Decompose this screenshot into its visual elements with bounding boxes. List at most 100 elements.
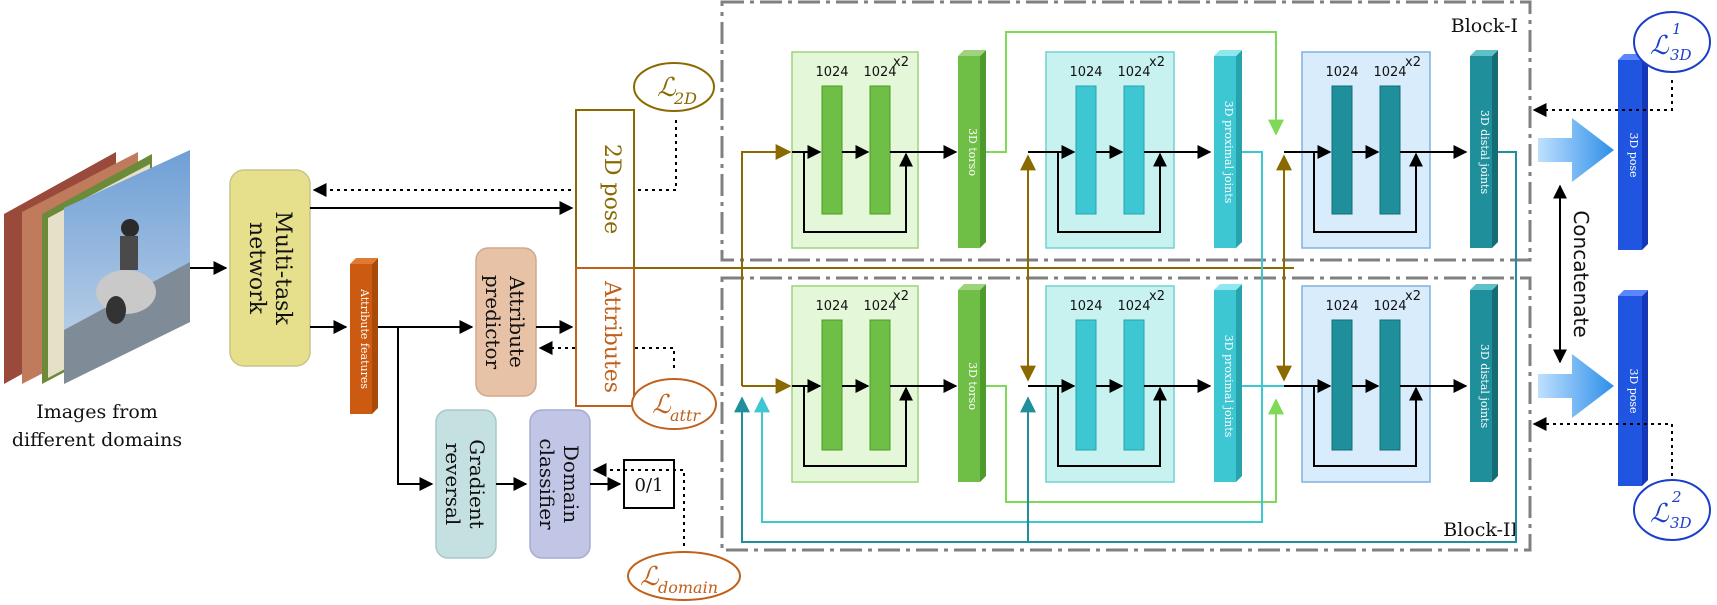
svg-text:ℒ: ℒ	[1650, 31, 1670, 61]
svg-text:1: 1	[1672, 20, 1682, 38]
fc-layer	[869, 319, 891, 451]
big-arrow-block1	[1538, 118, 1614, 182]
multitask-label-line1: Multi-task	[270, 211, 295, 325]
fc-layer	[1379, 319, 1401, 451]
loss-l3d2: ℒ 2 3D	[1633, 479, 1711, 541]
attr-features-top	[350, 258, 378, 264]
block1-proximal-output: 3D proximal joints	[1214, 50, 1242, 248]
loss-ldomain: ℒ domain	[627, 551, 741, 601]
svg-text:domain: domain	[658, 578, 718, 597]
domain-cls-line1: Domain	[559, 445, 583, 523]
olive-feed-block1	[741, 144, 792, 386]
multitask-network-box	[229, 169, 311, 367]
road	[64, 262, 190, 384]
block1-distal-group: x2 1024 1024	[1284, 51, 1468, 249]
motorcycle	[96, 270, 156, 314]
fc-layer	[1379, 85, 1401, 215]
units-label: 1024	[863, 299, 896, 314]
attribute-predictor-box	[475, 247, 537, 397]
pose3d-output-1: 3D pose	[1618, 54, 1648, 250]
input-image-stack	[4, 150, 190, 384]
units-label: 1024	[1069, 65, 1102, 80]
repeat-label: x2	[1405, 289, 1421, 304]
torso-label: 3D torso	[966, 128, 979, 176]
block2-torso-group: x2 1024 1024	[791, 285, 958, 483]
repeat-label: x2	[893, 55, 909, 70]
fc-layer	[1331, 319, 1353, 451]
grad-rev-line2: reversal	[441, 443, 465, 526]
units-label: 1024	[1325, 299, 1358, 314]
pose3d-output-2: 3D pose	[1618, 290, 1648, 486]
units-label: 1024	[815, 65, 848, 80]
block2-frame	[720, 276, 1532, 552]
attr-features-bar	[350, 264, 372, 414]
block1-label: Block-I	[1451, 15, 1518, 37]
dotted-ldomain-feedback	[592, 463, 685, 546]
pose2d-box	[575, 109, 635, 269]
block1-distal-output: 3D distal joints	[1470, 50, 1498, 248]
units-label: 1024	[1325, 65, 1358, 80]
svg-text:2D: 2D	[673, 89, 697, 108]
block1-torso-group: x2 1024 1024	[791, 51, 958, 249]
attr-predictor-line1: Attribute	[505, 275, 529, 368]
attr-predictor-line2: predictor	[481, 275, 505, 370]
dotted-l3d1-feedback	[1532, 80, 1673, 117]
units-label: 1024	[1069, 299, 1102, 314]
loss-l2d: ℒ 2D	[633, 62, 715, 112]
motorcycle-wheel	[106, 296, 126, 324]
rider-body	[120, 236, 138, 270]
input-caption-line2: different domains	[12, 429, 182, 451]
green-torso-skip-block1	[986, 31, 1284, 153]
units-label: 1024	[1373, 65, 1406, 80]
binary-output-label: 0/1	[635, 475, 664, 496]
proximal-label: 3D proximal joints	[1222, 335, 1235, 438]
domain-cls-line2: classifier	[535, 438, 559, 530]
fc-layer	[1075, 85, 1097, 215]
multitask-label-line2: network	[244, 222, 269, 315]
fc-layer	[1075, 319, 1097, 451]
rider-helmet	[121, 219, 139, 237]
svg-text:ℒ: ℒ	[1650, 499, 1670, 529]
cyan-proximal-cross	[1240, 151, 1300, 387]
block2-label: Block-II	[1443, 519, 1518, 541]
units-label: 1024	[1117, 65, 1150, 80]
green-torso-skip-block2	[986, 385, 1284, 503]
fc-layer	[869, 85, 891, 215]
pose2d-label: 2D pose	[599, 144, 624, 234]
loss-l3d1: ℒ 1 3D	[1633, 11, 1711, 73]
block2-distal-output: 3D distal joints	[1470, 284, 1498, 482]
grad-rev-line1: Gradient	[465, 439, 489, 528]
loss-lattr: ℒ attr	[631, 378, 717, 430]
fc-layer	[821, 85, 843, 215]
binary-output-box	[623, 459, 675, 509]
attr-features-label: Attribute features	[358, 288, 371, 389]
block2-proximal-group: x2 1024 1024	[1028, 285, 1212, 483]
concatenate-label: Concatenate	[1569, 210, 1593, 337]
teal-distal-feedback	[734, 151, 1517, 543]
repeat-label: x2	[1149, 289, 1165, 304]
fc-layer	[1123, 85, 1145, 215]
input-caption-line1: Images from	[36, 401, 158, 423]
block1-proximal-group: x2 1024 1024	[1028, 51, 1212, 249]
repeat-label: x2	[1149, 55, 1165, 70]
block1-torso-output: 3D torso	[958, 50, 986, 248]
attributes-box	[575, 267, 635, 407]
svg-text:3D: 3D	[1670, 514, 1692, 532]
dotted-l2d-feedback	[312, 120, 677, 197]
svg-text:3D: 3D	[1670, 46, 1692, 64]
proximal-label: 3D proximal joints	[1222, 101, 1235, 204]
pose3d-label: 3D pose	[1627, 132, 1640, 177]
distal-label: 3D distal joints	[1478, 344, 1491, 429]
block2-distal-group: x2 1024 1024	[1284, 285, 1468, 483]
units-label: 1024	[1117, 299, 1150, 314]
units-label: 1024	[863, 65, 896, 80]
pose3d-label: 3D pose	[1627, 368, 1640, 413]
block2-proximal-output: 3D proximal joints	[1214, 284, 1242, 482]
svg-text:2: 2	[1671, 488, 1682, 506]
svg-text:attr: attr	[670, 406, 701, 425]
repeat-label: x2	[893, 289, 909, 304]
fc-layer	[1123, 319, 1145, 451]
torso-label: 3D torso	[966, 362, 979, 410]
distal-label: 3D distal joints	[1478, 110, 1491, 195]
